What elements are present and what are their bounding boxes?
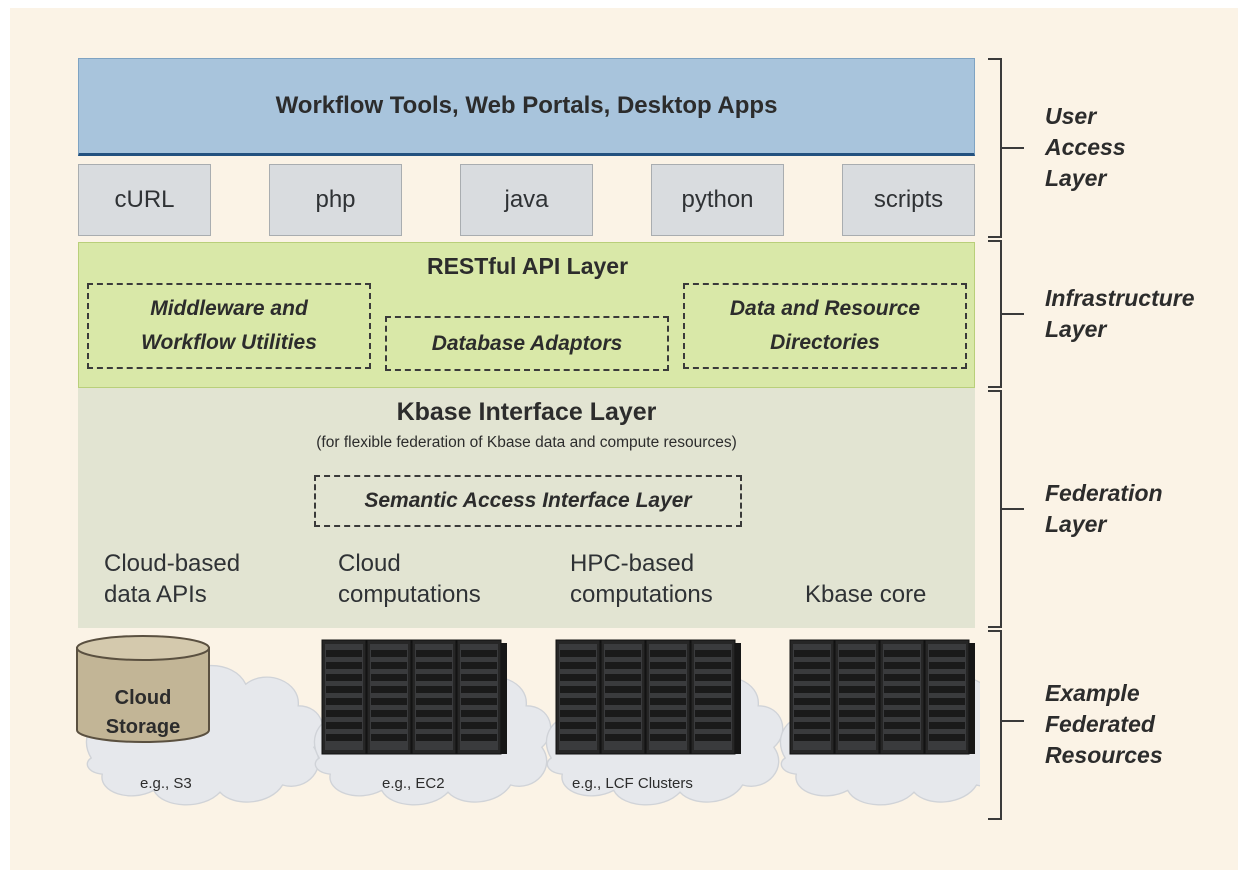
cloud-data-apis: Cloud-based data APIs <box>104 548 240 610</box>
kbase-subtitle: (for flexible federation of Kbase data a… <box>316 434 737 451</box>
middleware-line-1: Middleware and <box>150 297 308 320</box>
side-label-line: Access <box>1045 134 1126 160</box>
middleware-box: Middleware and Workflow Utilities <box>87 283 371 369</box>
restful-api-layer: RESTful API Layer Middleware and Workflo… <box>78 242 975 388</box>
hpc-computations-line-1: HPC-based <box>570 550 695 577</box>
bracket-tick <box>1002 147 1024 149</box>
resources-bracket <box>988 630 1002 820</box>
kbase-core: Kbase core <box>805 579 926 610</box>
client-scripts: scripts <box>842 164 975 236</box>
cloud-storage-label: Cloud Storage <box>77 684 209 742</box>
bracket-tick <box>1002 508 1024 510</box>
user-access-layer-label: User Access Layer <box>1045 101 1126 194</box>
data-resource-line-2: Directories <box>770 331 880 354</box>
kbase-title: Kbase Interface Layer <box>396 398 657 426</box>
data-resource-line-1: Data and Resource <box>729 297 921 320</box>
cloud-storage-line-2: Storage <box>105 716 181 738</box>
cloud-computations-line-1: Cloud <box>338 550 401 577</box>
side-label-line: Layer <box>1045 165 1107 191</box>
side-label-line: Federation <box>1045 480 1163 506</box>
cloud-computations: Cloud computations <box>338 548 481 610</box>
semantic-access-label: Semantic Access Interface Layer <box>364 489 692 512</box>
data-resource-box: Data and Resource Directories <box>683 283 967 369</box>
client-label: cURL <box>114 186 175 213</box>
infrastructure-layer-label: Infrastructure Layer <box>1045 283 1195 345</box>
cloud-computations-line-2: computations <box>338 581 481 608</box>
client-python: python <box>651 164 784 236</box>
user-access-bracket <box>988 58 1002 238</box>
restful-api-title: RESTful API Layer <box>426 253 629 279</box>
bracket-tick <box>1002 720 1024 722</box>
side-label-line: Federated <box>1045 711 1155 737</box>
cloud-data-apis-line-1: Cloud-based <box>104 550 241 577</box>
side-label-line: Example <box>1045 680 1140 706</box>
example-lcf-clusters: e.g., LCF Clusters <box>572 775 693 792</box>
side-label-line: Resources <box>1045 742 1163 768</box>
side-label-line: User <box>1045 103 1097 129</box>
example-federated-resources-label: Example Federated Resources <box>1045 678 1163 771</box>
federation-layer-label: Federation Layer <box>1045 478 1163 540</box>
kbase-core-label: Kbase core <box>805 581 927 608</box>
side-label-line: Layer <box>1045 316 1107 342</box>
cloud-data-apis-line-2: data APIs <box>104 581 207 608</box>
side-label-line: Infrastructure <box>1045 285 1195 311</box>
database-adaptors-box: Database Adaptors <box>385 316 669 371</box>
client-java: java <box>460 164 593 236</box>
diagram-canvas: Workflow Tools, Web Portals, Desktop App… <box>10 8 1238 870</box>
infrastructure-bracket <box>988 240 1002 388</box>
example-s3: e.g., S3 <box>140 775 192 792</box>
kbase-interface-layer: Kbase Interface Layer (for flexible fede… <box>78 388 975 628</box>
client-label: python <box>681 186 754 213</box>
side-label-line: Layer <box>1045 511 1107 537</box>
client-label: scripts <box>873 186 944 213</box>
client-label: java <box>504 186 549 213</box>
server-rack-icon <box>789 639 976 755</box>
middleware-line-2: Workflow Utilities <box>141 331 317 354</box>
workflow-tools-label: Workflow Tools, Web Portals, Desktop App… <box>275 92 778 119</box>
semantic-access-box: Semantic Access Interface Layer <box>314 475 742 527</box>
cloud-storage-line-1: Cloud <box>114 687 172 709</box>
federated-resources-graphic <box>76 635 980 806</box>
hpc-computations: HPC-based computations <box>570 548 713 610</box>
client-curl: cURL <box>78 164 211 236</box>
example-ec2: e.g., EC2 <box>382 775 445 792</box>
hpc-computations-line-2: computations <box>570 581 713 608</box>
client-label: php <box>315 186 356 213</box>
federation-bracket <box>988 390 1002 628</box>
server-rack-icon <box>321 639 508 755</box>
client-php: php <box>269 164 402 236</box>
database-adaptors-label: Database Adaptors <box>431 331 623 355</box>
bracket-tick <box>1002 313 1024 315</box>
workflow-tools-bar: Workflow Tools, Web Portals, Desktop App… <box>78 58 975 156</box>
server-rack-icon <box>555 639 742 755</box>
cylinder-storage-icon <box>76 635 210 743</box>
